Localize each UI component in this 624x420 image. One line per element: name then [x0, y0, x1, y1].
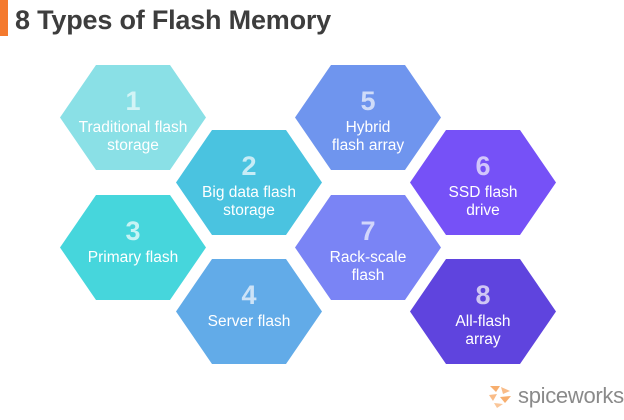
hexagon-label: array — [465, 331, 501, 348]
hexagon-label: Traditional flash — [79, 119, 188, 136]
hexagon-shape — [295, 65, 441, 170]
hexagon-number: 8 — [475, 280, 490, 310]
hexagon-number: 1 — [125, 86, 140, 116]
hexagon-number: 3 — [125, 216, 140, 246]
hexagon-shape — [176, 130, 322, 235]
hexagon-label: storage — [107, 137, 159, 154]
hexagon-label: Primary flash — [88, 249, 178, 266]
hexagon-number: 5 — [360, 86, 375, 116]
page-title: 8 Types of Flash Memory — [15, 5, 331, 35]
hexagon-label: Big data flash — [202, 184, 296, 201]
hexagon-label: storage — [223, 202, 275, 219]
spiceworks-logo: spiceworks — [486, 383, 624, 409]
brand-name: spiceworks — [518, 383, 624, 408]
hexagon-shape — [176, 259, 322, 364]
hexagon-label: flash array — [332, 137, 405, 154]
hexagon-shape — [60, 195, 206, 300]
hexagon-number: 6 — [475, 151, 490, 181]
hexagon-number: 2 — [241, 151, 256, 181]
hexagon-shape — [295, 195, 441, 300]
hexagon-label: Server flash — [208, 313, 291, 330]
hexagon-number: 7 — [360, 216, 375, 246]
spiceworks-logo-icon — [489, 386, 511, 408]
hexagon-shape — [410, 259, 556, 364]
hexagon-label: All-flash — [455, 313, 510, 330]
hexagon-label: drive — [466, 202, 500, 219]
hexagon-label: Hybrid — [346, 119, 391, 136]
title-accent-bar — [0, 0, 8, 36]
hexagon-label: SSD flash — [449, 184, 518, 201]
hexagon-shape — [410, 130, 556, 235]
hexagon-label: Rack-scale — [330, 249, 407, 266]
hexagon-shape — [60, 65, 206, 170]
hexagon-label: flash — [352, 267, 385, 284]
hexagon-number: 4 — [241, 280, 256, 310]
